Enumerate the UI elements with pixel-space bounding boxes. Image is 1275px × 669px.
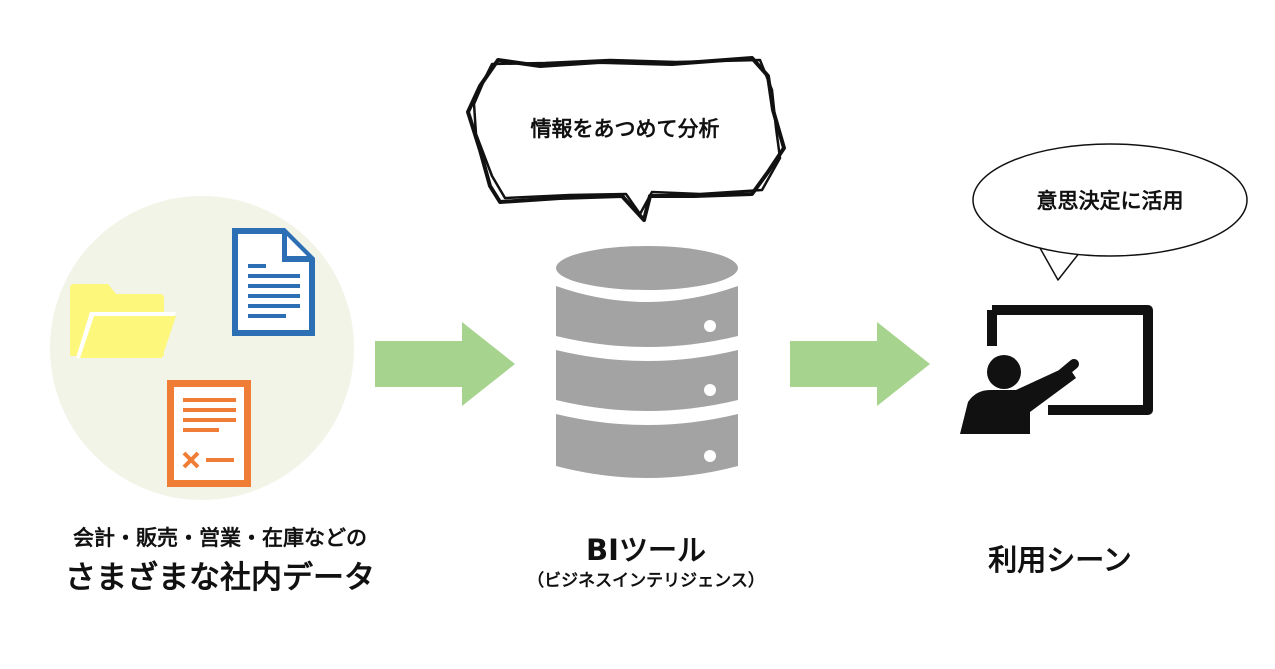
presenter-icon <box>960 305 1153 434</box>
document-icon <box>232 228 315 336</box>
folder-icon <box>70 284 176 358</box>
arrow-right-icon <box>790 322 930 406</box>
analysis-bubble-text: 情報をあつめて分析 <box>530 117 720 141</box>
bi-tool-subtitle: （ビジネスインテリジェンス） <box>527 571 765 591</box>
decision-bubble-text: 意思決定に活用 <box>1036 189 1184 213</box>
usage-title: 利用シーン <box>988 543 1132 577</box>
database-icon <box>556 246 738 478</box>
speech-bubble-decision <box>972 143 1248 281</box>
source-data-group <box>50 196 354 500</box>
source-title: さまざまな社内データ <box>65 560 375 596</box>
arrow-right-icon <box>375 322 515 406</box>
source-subtitle: 会計・販売・営業・在庫などの <box>73 526 367 550</box>
bi-tool-title: BIツール <box>586 533 706 567</box>
form-document-icon <box>167 380 251 487</box>
speech-bubble-analysis <box>466 56 786 222</box>
